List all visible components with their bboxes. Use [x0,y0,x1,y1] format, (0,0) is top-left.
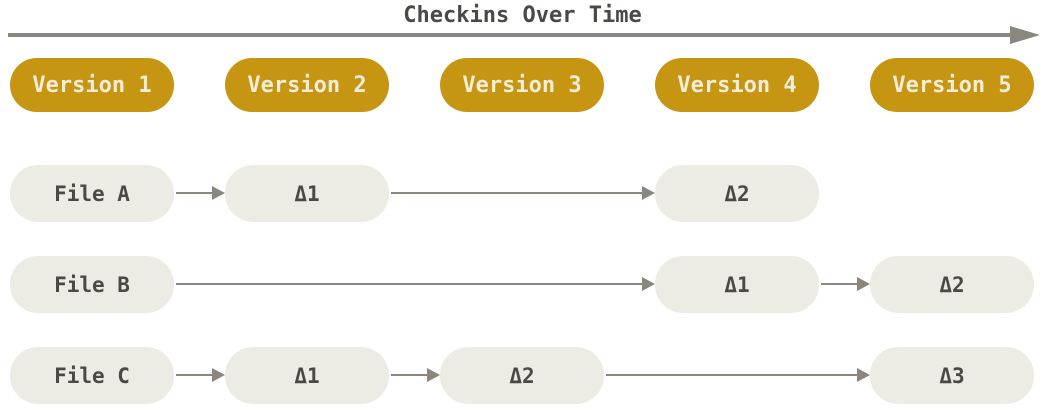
arrow-shaft [176,283,642,285]
file-c-delta3-node: Δ3 [870,347,1034,404]
arrow-file-b-to-delta1 [176,277,655,291]
arrow-shaft [821,283,857,285]
arrow-file-b-delta1-to-delta2 [821,277,870,291]
version-2-pill: Version 2 [225,58,389,112]
file-a-delta2-node: Δ2 [655,165,819,222]
arrowhead-icon [212,186,225,200]
arrow-file-c-delta2-to-delta3 [606,368,870,382]
arrow-file-a-to-delta1 [176,186,225,200]
arrowhead-icon [212,368,225,382]
arrow-file-a-delta1-to-delta2 [391,186,655,200]
arrowhead-icon [427,368,440,382]
arrowhead-icon [857,368,870,382]
arrowhead-icon [642,186,655,200]
file-b-node: File B [10,256,174,313]
file-b-delta1-node: Δ1 [655,256,819,313]
file-a-delta1-node: Δ1 [225,165,389,222]
timeline-arrowhead-icon [1010,26,1040,44]
diagram-title: Checkins Over Time [403,3,642,28]
arrow-shaft [176,374,212,376]
arrow-file-c-delta1-to-delta2 [391,368,440,382]
file-b-delta2-node: Δ2 [870,256,1034,313]
file-c-delta2-node: Δ2 [440,347,604,404]
arrow-shaft [391,192,642,194]
arrow-file-c-to-delta1 [176,368,225,382]
version-4-pill: Version 4 [655,58,819,112]
file-a-node: File A [10,165,174,222]
file-c-node: File C [10,347,174,404]
version-1-pill: Version 1 [10,58,174,112]
version-3-pill: Version 3 [440,58,604,112]
arrow-shaft [606,374,857,376]
file-c-delta1-node: Δ1 [225,347,389,404]
arrowhead-icon [642,277,655,291]
arrow-shaft [176,192,212,194]
arrowhead-icon [857,277,870,291]
version-5-pill: Version 5 [870,58,1034,112]
arrow-shaft [391,374,427,376]
timeline-arrow-shaft [8,33,1012,37]
